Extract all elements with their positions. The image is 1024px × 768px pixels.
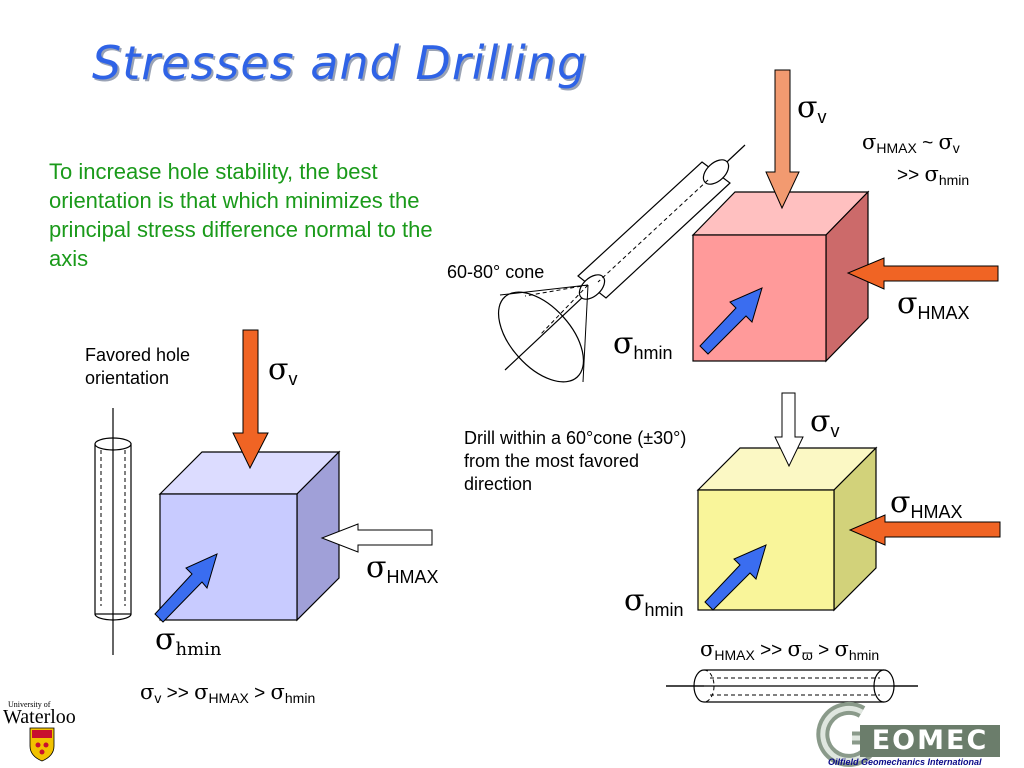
tr-sigma-v-label: σv: [797, 90, 827, 127]
uw-shield-icon: [29, 727, 55, 762]
br-sigma-hmax-label: σHMAX: [890, 485, 963, 522]
tr-inclined-borehole: [497, 144, 746, 383]
left-sigma-v-arrow: [232, 329, 269, 470]
intro-text: To increase hole stability, the best ori…: [49, 159, 433, 271]
tr-sigma-hmax-arrow: [846, 257, 999, 290]
left-stress-cube: [158, 450, 341, 622]
tr-sigma-hmax-label: σHMAX: [897, 286, 970, 323]
geomec-tagline: Oilfield Geomechanics International: [828, 757, 982, 767]
left-sigma-hmax-arrow: [320, 523, 433, 553]
tr-stress-relation-line2: >> σhmin: [897, 162, 970, 188]
favored-orientation-caption: Favored hole orientation: [85, 345, 191, 388]
slide-title: Stresses and Drilling: [92, 36, 588, 90]
geomec-logo: EOMEC: [860, 725, 1000, 757]
left-sigma-hmin-label: σhmin: [155, 622, 222, 660]
br-sigma-v-label: σv: [810, 404, 840, 441]
left-borehole-vertical: [94, 408, 132, 655]
br-sigma-hmin-label: σhmin: [624, 583, 684, 620]
drill-cone-note: Drill within a 60°cone (±30°) from the m…: [464, 428, 687, 494]
br-horizontal-borehole: [666, 669, 918, 703]
geomec-g-icon: [816, 701, 875, 767]
left-sigma-hmax-label: σHMAX: [366, 550, 439, 587]
br-stress-relation: σHMAX >> σϖ > σhmin: [700, 637, 880, 663]
uw-logo-wordmark: Waterloo: [3, 706, 76, 728]
br-sigma-hmin-arrow: [704, 544, 767, 611]
tr-sigma-hmin-label: σhmin: [613, 326, 673, 363]
tr-sigma-hmin-arrow: [699, 287, 763, 355]
cone-label: 60-80° cone: [447, 262, 545, 282]
tr-stress-relation-line1: σHMAX ~ σv: [862, 130, 960, 156]
left-stress-relation: σv >> σHMAX > σhmin: [140, 680, 316, 706]
br-sigma-v-arrow: [774, 392, 804, 468]
tr-sigma-v-arrow: [765, 69, 800, 210]
br-sigma-hmax-arrow: [848, 514, 1001, 546]
left-sigma-hmin-arrow: [154, 553, 218, 623]
uw-logo-small-text: University of: [8, 700, 51, 709]
left-sigma-v-label: σv: [268, 352, 298, 389]
